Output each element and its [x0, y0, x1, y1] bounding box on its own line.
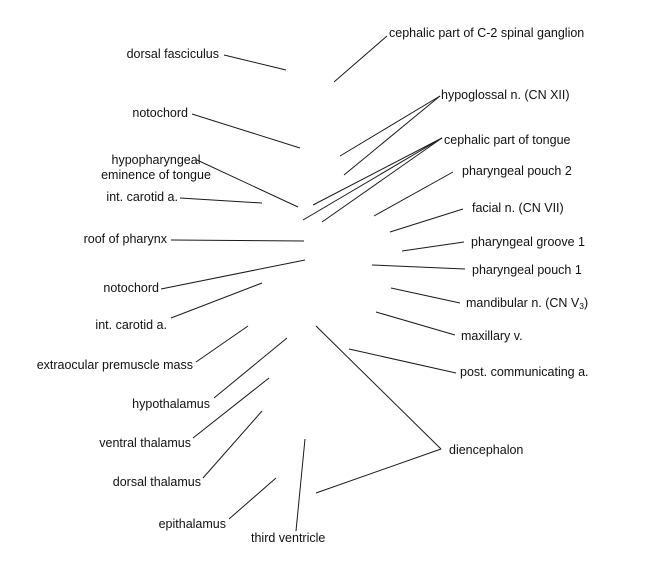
label-diencephalon: diencephalon [449, 443, 524, 457]
label-third-ventricle: third ventricle [251, 531, 326, 545]
label-dorsal-fasciculus: dorsal fasciculus [126, 47, 219, 61]
label-post-communicating: post. communicating a. [460, 365, 589, 379]
leader-dorsal-thalamus [202, 410, 263, 479]
leader-hypothalamus [213, 337, 288, 399]
label-notochord-upper: notochord [132, 106, 188, 120]
leader-hypoglossal-b [343, 95, 441, 176]
leader-epithalamus [228, 477, 277, 520]
leader-pharyngeal-groove-1 [401, 241, 465, 252]
label-hypopharyngeal-line2: eminence of tongue [101, 168, 211, 182]
leader-roof-of-pharynx [170, 239, 305, 242]
label-mandibular-n-subscript: 3 [579, 301, 584, 311]
label-roof-of-pharynx: roof of pharynx [83, 232, 167, 246]
label-notochord-lower: notochord [103, 281, 159, 295]
leader-mandibular-n [390, 287, 461, 304]
label-cephalic-c2: cephalic part of C-2 spinal ganglion [389, 26, 585, 40]
label-pharyngeal-groove-1: pharyngeal groove 1 [471, 235, 585, 249]
label-hypopharyngeal-eminence: hypopharyngeal eminence of tongue [70, 153, 242, 183]
label-ventral-thalamus: ventral thalamus [99, 436, 191, 450]
leader-third-ventricle [295, 438, 306, 532]
leader-ventral-thalamus [192, 377, 270, 439]
leader-post-communicating [348, 348, 457, 374]
leader-facial-n [389, 208, 464, 233]
label-hypoglossal: hypoglossal n. (CN XII) [441, 88, 570, 102]
leader-cephalic-tongue-c [321, 137, 443, 223]
leader-pharyngeal-pouch-1 [371, 264, 466, 270]
leader-cephalic-c2 [333, 35, 388, 83]
leader-hypoglossal-a [339, 95, 441, 157]
leader-cephalic-tongue-b [302, 137, 443, 221]
label-pharyngeal-pouch-2: pharyngeal pouch 2 [462, 164, 572, 178]
leader-int-carotid-lower [170, 282, 263, 319]
leader-dorsal-fasciculus [223, 54, 287, 71]
label-facial-n: facial n. (CN VII) [472, 201, 564, 215]
leader-diencephalon-a [315, 325, 442, 450]
leader-hypopharyngeal [196, 159, 299, 208]
leader-pharyngeal-pouch-2 [373, 171, 454, 217]
label-maxillary-v: maxillary v. [461, 329, 523, 343]
leader-extraocular [195, 325, 249, 363]
leader-notochord-upper [191, 113, 301, 149]
leader-diencephalon-b [315, 448, 442, 494]
label-mandibular-n: mandibular n. (CN V3) [466, 296, 588, 314]
leader-maxillary-v [375, 311, 456, 336]
label-hypothalamus: hypothalamus [132, 397, 210, 411]
leader-int-carotid-upper [179, 197, 263, 204]
label-extraocular: extraocular premuscle mass [36, 358, 193, 372]
label-dorsal-thalamus: dorsal thalamus [112, 475, 201, 489]
label-mandibular-n-text: mandibular n. (CN V [466, 296, 580, 310]
leader-cephalic-tongue-a [312, 137, 443, 206]
leader-notochord-lower [160, 259, 306, 290]
label-int-carotid-upper: int. carotid a. [106, 190, 178, 204]
label-cephalic-tongue: cephalic part of tongue [444, 133, 571, 147]
label-epithalamus: epithalamus [158, 517, 226, 531]
label-mandibular-n-close: ) [583, 296, 589, 310]
label-hypopharyngeal-line1: hypopharyngeal [111, 153, 201, 167]
label-int-carotid-lower: int. carotid a. [95, 318, 167, 332]
label-pharyngeal-pouch-1: pharyngeal pouch 1 [472, 263, 582, 277]
